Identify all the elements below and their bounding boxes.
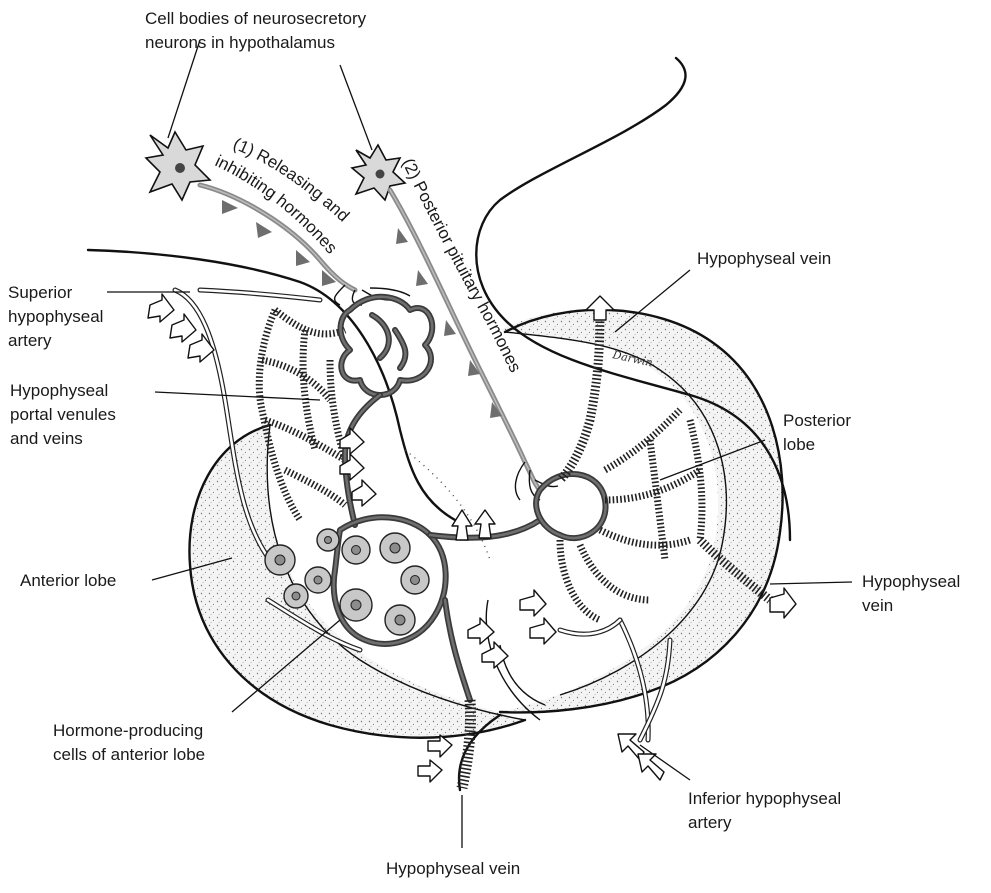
portal-venules	[259, 310, 345, 520]
posterior-tract	[390, 190, 558, 500]
anterior-lobe-label: Anterior lobe	[20, 570, 116, 592]
portal-venules-label-line2: portal venules	[10, 404, 116, 426]
hypophyseal-vein-bottom-label: Hypophyseal vein	[386, 858, 520, 880]
inferior-artery-label-line2: artery	[688, 812, 731, 834]
superior-artery-label-line3: artery	[8, 330, 51, 352]
portal-venules-label-line1: Hypophyseal	[10, 380, 108, 402]
posterior-hormones-label: (2) Posterior pituitary hormones	[398, 155, 525, 375]
cell-bodies-label-line2: neurons in hypothalamus	[145, 32, 335, 54]
posterior-lobe-label-line2: lobe	[783, 434, 815, 456]
posterior-lobe-label-line1: Posterior	[783, 410, 851, 432]
portal-venules-label-line3: and veins	[10, 428, 83, 450]
hormone-cells-label-line2: cells of anterior lobe	[53, 744, 205, 766]
hypophyseal-vein-right-label-line2: vein	[862, 595, 893, 617]
neuron-releasing	[146, 132, 210, 200]
hypophyseal-vein-top-label: Hypophyseal vein	[697, 248, 831, 270]
releasing-tract	[200, 185, 410, 305]
hormone-cells-label-line1: Hormone-producing	[53, 720, 203, 742]
posterior-capillary-plexus	[536, 410, 702, 620]
cell-bodies-label-line1: Cell bodies of neurosecretory	[145, 8, 366, 30]
superior-artery-label-line2: hypophyseal	[8, 306, 103, 328]
posterior-lobe-capsule	[500, 309, 783, 713]
inferior-artery-label-line1: Inferior hypophyseal	[688, 788, 841, 810]
superior-artery-label-line1: Superior	[8, 282, 72, 304]
neuron-posterior	[352, 145, 405, 200]
hypophyseal-vein-right-label-line1: Hypophyseal	[862, 571, 960, 593]
